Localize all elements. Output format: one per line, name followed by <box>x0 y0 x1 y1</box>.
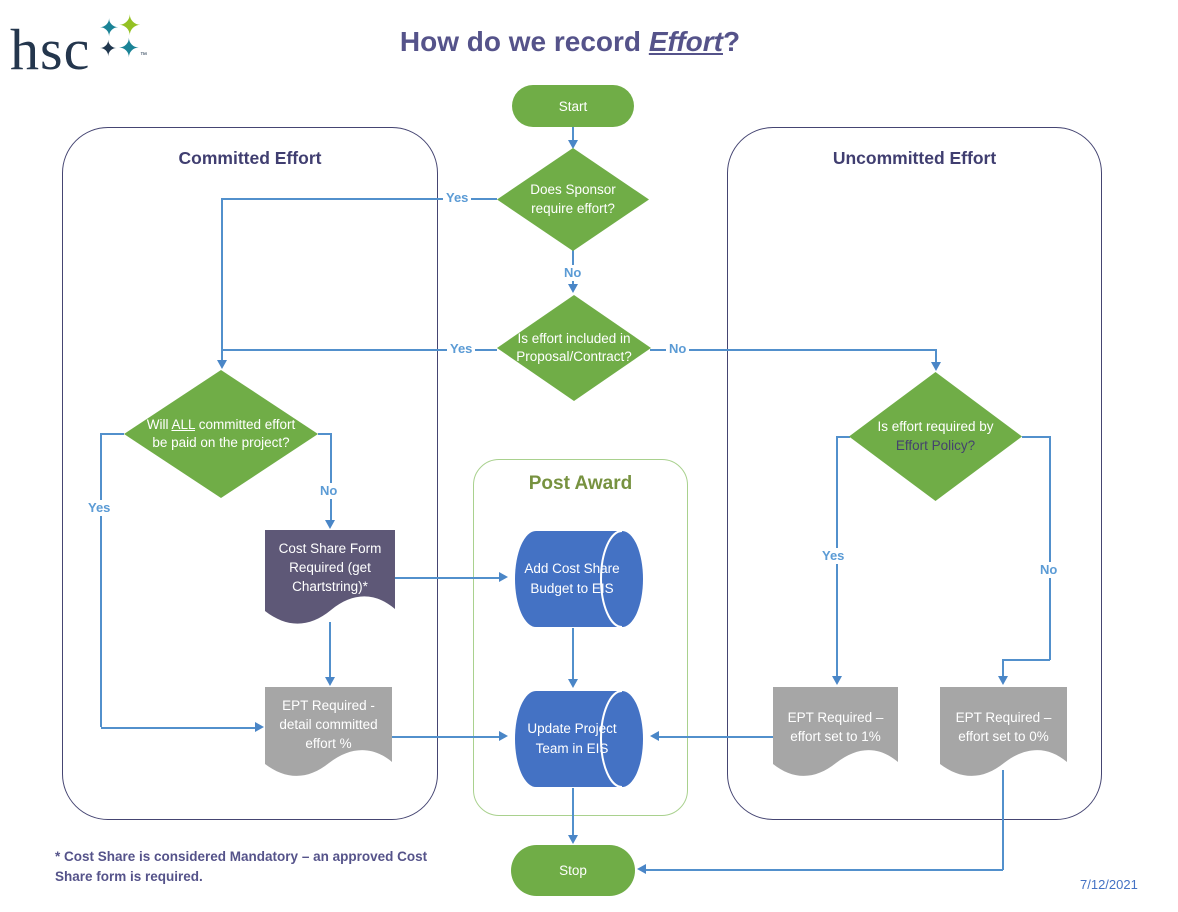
cost-share-form-label: Cost Share Form Required (get Chartstrin… <box>278 541 382 594</box>
post-award-container: Post Award <box>473 459 688 816</box>
ept-detail-label: EPT Required - detail committed effort % <box>279 698 378 751</box>
start-label: Start <box>558 98 588 114</box>
effort-in-proposal-diamond: Is effort included in Proposal/Contract? <box>497 295 651 401</box>
committed-diamond-post: committed effort be paid on the project? <box>152 416 296 450</box>
trademark-symbol: ™ <box>140 52 147 59</box>
start-node: Start <box>512 85 634 127</box>
connector-costshare-to-ept <box>329 622 331 678</box>
arrowhead <box>568 140 578 149</box>
arrowhead <box>568 679 578 688</box>
committed-diamond-label: Will ALL committed effort be paid on the… <box>142 416 300 452</box>
connector-committed-no-v <box>330 433 332 521</box>
edge-label-policy-yes: Yes <box>819 548 848 564</box>
arrowhead <box>499 731 508 741</box>
arrowhead <box>325 677 335 686</box>
cost-share-footnote: * Cost Share is considered Mandatory – a… <box>55 849 428 884</box>
ept-one-percent-label: EPT Required – effort set to 1% <box>787 710 884 744</box>
cylinder-shape <box>515 530 643 628</box>
committed-diamond-pre: Will <box>146 416 172 432</box>
arrowhead <box>998 676 1008 685</box>
document-shape <box>940 687 1067 776</box>
post-award-title: Post Award <box>528 473 633 494</box>
cost-share-form-document: Cost Share Form Required (get Chartstrin… <box>265 530 395 630</box>
arrowhead <box>499 572 508 582</box>
connector-policy-no-h1 <box>1022 436 1050 438</box>
ept-one-percent-document: EPT Required – effort set to 1% <box>773 687 898 782</box>
logo-star-icon: ✦ <box>118 33 140 63</box>
arrowhead <box>325 520 335 529</box>
ept-zero-percent-label: EPT Required – effort set to 0% <box>955 710 1052 744</box>
arrowhead <box>568 284 578 293</box>
connector-costshare-to-budget <box>395 577 499 579</box>
uncommitted-effort-container: Uncommitted Effort <box>727 127 1102 820</box>
edge-label-committed-no: No <box>317 483 341 499</box>
update-project-team-cylinder: Update Project Team in EIS <box>510 690 648 788</box>
connector-proposal-no-v <box>935 349 937 363</box>
arrowhead <box>637 864 646 874</box>
document-shape <box>265 530 395 624</box>
page-title-prefix: How do we record <box>399 26 649 57</box>
connector-committed-yes-v <box>100 433 102 727</box>
connector-committed-yes-h1 <box>101 433 124 435</box>
connector-budget-to-update <box>572 628 574 680</box>
cylinder-shape <box>515 690 643 788</box>
page-title-emphasis: Effort <box>648 26 723 57</box>
edge-label-proposal-yes: Yes <box>447 341 476 357</box>
connector-sponsor-yes <box>222 198 497 200</box>
proposal-diamond-label: Is effort included in Proposal/Contract? <box>516 330 632 364</box>
edge-label-proposal-no: No <box>666 341 690 357</box>
connector-policy-no-h2 <box>1003 659 1050 661</box>
stop-node: Stop <box>511 845 635 896</box>
ept-zero-percent-document: EPT Required – effort set to 0% <box>940 687 1067 782</box>
logo-star-icon: ✦ <box>99 15 120 42</box>
logo-star-icon: ✦ <box>118 10 142 41</box>
edge-label-sponsor-yes: Yes <box>443 190 472 206</box>
connector-yes-merge <box>221 198 223 360</box>
stop-label: Stop <box>559 863 587 878</box>
arrowhead <box>255 722 264 732</box>
revision-date: 7/12/2021 <box>1080 877 1138 892</box>
sponsor-diamond-label: Does Sponsor require effort? <box>530 182 616 216</box>
logo-star-icon: ✦ <box>99 36 118 61</box>
arrowhead <box>568 835 578 844</box>
policy-diamond-label: Is effort required by Effort Policy? <box>861 418 1011 454</box>
arrowhead <box>832 676 842 685</box>
connector-ept1-to-update <box>659 736 773 738</box>
edge-label-committed-yes: Yes <box>85 500 114 516</box>
add-cost-share-budget-label: Add Cost Share Budget to EIS <box>524 561 620 596</box>
page-title-suffix: ? <box>722 26 741 57</box>
connector-update-to-stop <box>572 788 574 836</box>
connector-policy-no-v1 <box>1049 436 1051 660</box>
add-cost-share-budget-cylinder: Add Cost Share Budget to EIS <box>510 530 648 628</box>
sponsor-requires-effort-diamond: Does Sponsor require effort? <box>497 148 649 251</box>
document-shape <box>773 687 898 776</box>
committed-effort-container: Committed Effort <box>62 127 438 820</box>
uncommitted-effort-title: Uncommitted Effort <box>832 148 997 168</box>
connector-proposal-yes <box>222 349 497 351</box>
connector-ept-to-update <box>392 736 499 738</box>
arrowhead <box>931 362 941 371</box>
connector-proposal-no-h <box>650 349 936 351</box>
edge-label-policy-no: No <box>1037 562 1061 578</box>
arrowhead <box>650 731 659 741</box>
committed-effort-title: Committed Effort <box>178 148 322 168</box>
connector-policy-yes-h <box>837 436 850 438</box>
document-shape <box>265 687 392 776</box>
committed-diamond-underlined: ALL <box>171 416 195 432</box>
arrowhead <box>217 360 227 369</box>
page-title: How do we record Effort? <box>330 26 810 58</box>
hsc-logo: hsc <box>10 17 91 82</box>
connector-ept0-to-stop <box>646 869 1003 871</box>
update-project-team-label: Update Project Team in EIS <box>527 721 617 756</box>
connector-ept0-down <box>1002 770 1004 870</box>
connector-start-to-sponsor <box>572 127 574 142</box>
connector-policy-no-v2 <box>1002 659 1004 677</box>
connector-committed-no-h <box>318 433 331 435</box>
policy-diamond-line1: Is effort required by <box>877 419 994 435</box>
effort-policy-link[interactable]: Effort Policy? <box>895 437 976 453</box>
connector-committed-yes-h2 <box>101 727 255 729</box>
edge-label-sponsor-no: No <box>561 265 585 281</box>
ept-detail-document: EPT Required - detail committed effort % <box>265 687 392 782</box>
